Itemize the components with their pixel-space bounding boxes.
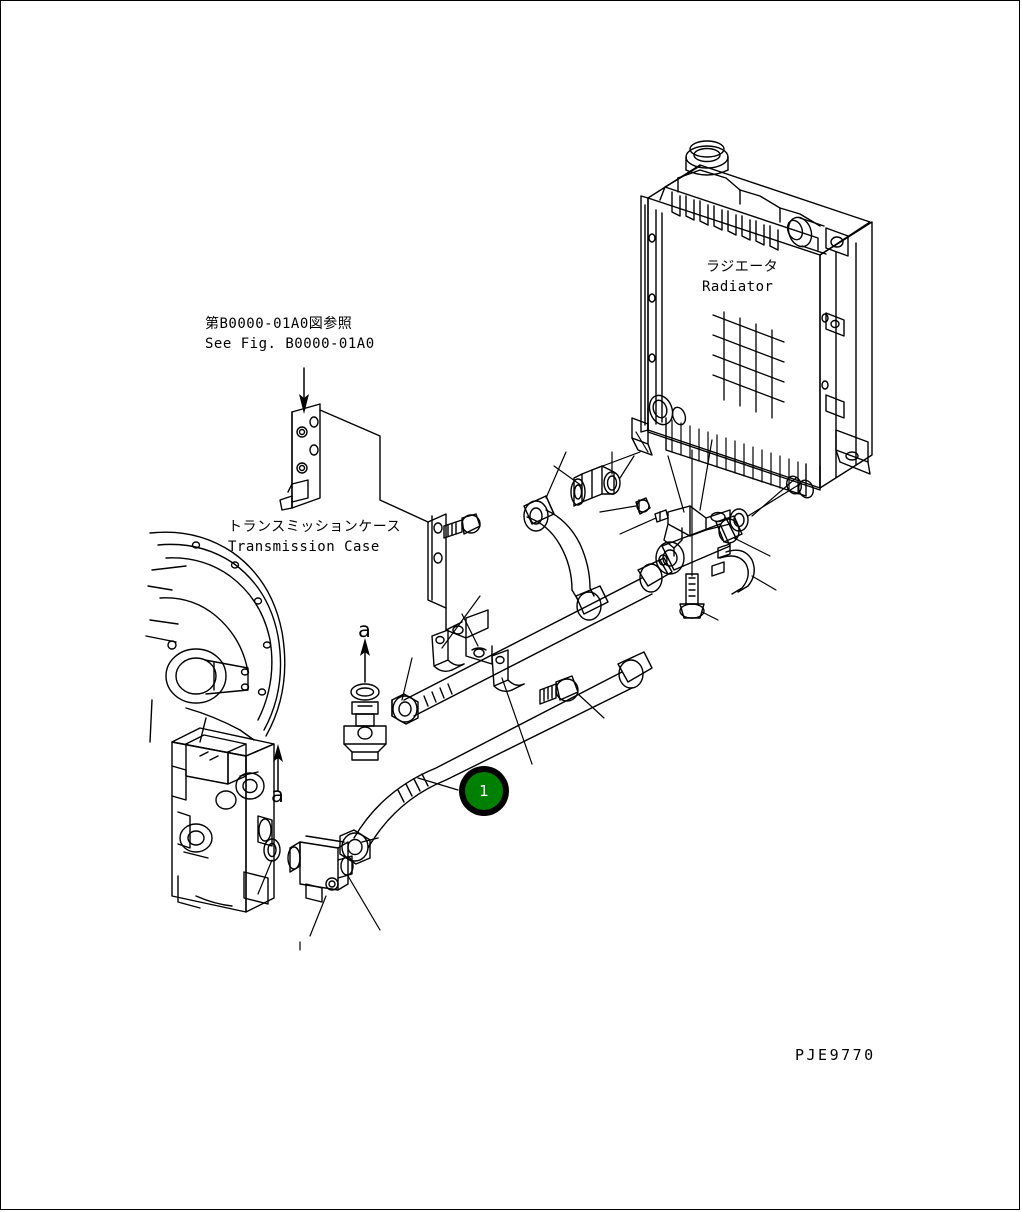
lower-tube-hose bbox=[339, 629, 653, 865]
section-arrows bbox=[273, 367, 370, 791]
see-fig-label-jp: 第B0000-01A0図参照 bbox=[205, 316, 353, 332]
o-ring-upper bbox=[350, 683, 380, 701]
see-fig-label-en: See Fig. B0000-01A0 bbox=[205, 336, 375, 352]
radiator-label-jp: ラジエータ bbox=[706, 259, 779, 275]
hose-support-bracket bbox=[319, 409, 493, 665]
section-mark-lower: a bbox=[271, 783, 285, 807]
small-fastener-parts bbox=[635, 497, 669, 523]
section-mark-upper: a bbox=[358, 618, 372, 642]
callout-marker-1 bbox=[459, 766, 509, 816]
radiator-assembly bbox=[631, 140, 873, 499]
transmission-case-label-jp: トランスミッションケース bbox=[228, 519, 402, 535]
mounting-plate bbox=[279, 403, 321, 511]
temperature-sensor bbox=[343, 701, 387, 761]
figure-code: PJE9770 bbox=[795, 1046, 876, 1064]
transmission-case-label-en: Transmission Case bbox=[228, 539, 380, 555]
elbow-fitting-lower bbox=[263, 835, 379, 903]
adapter-fitting-upper bbox=[570, 465, 621, 507]
upper-flex-hose bbox=[523, 495, 609, 621]
upper-tube bbox=[391, 557, 673, 725]
leader-lines bbox=[257, 431, 801, 951]
adapter-fitting-lower-right bbox=[655, 508, 755, 619]
bracket-bolt bbox=[443, 513, 481, 539]
tube-bolt bbox=[539, 675, 579, 705]
radiator-label-en: Radiator bbox=[702, 279, 774, 295]
transmission-case bbox=[145, 531, 286, 743]
control-valve-block bbox=[171, 727, 275, 913]
